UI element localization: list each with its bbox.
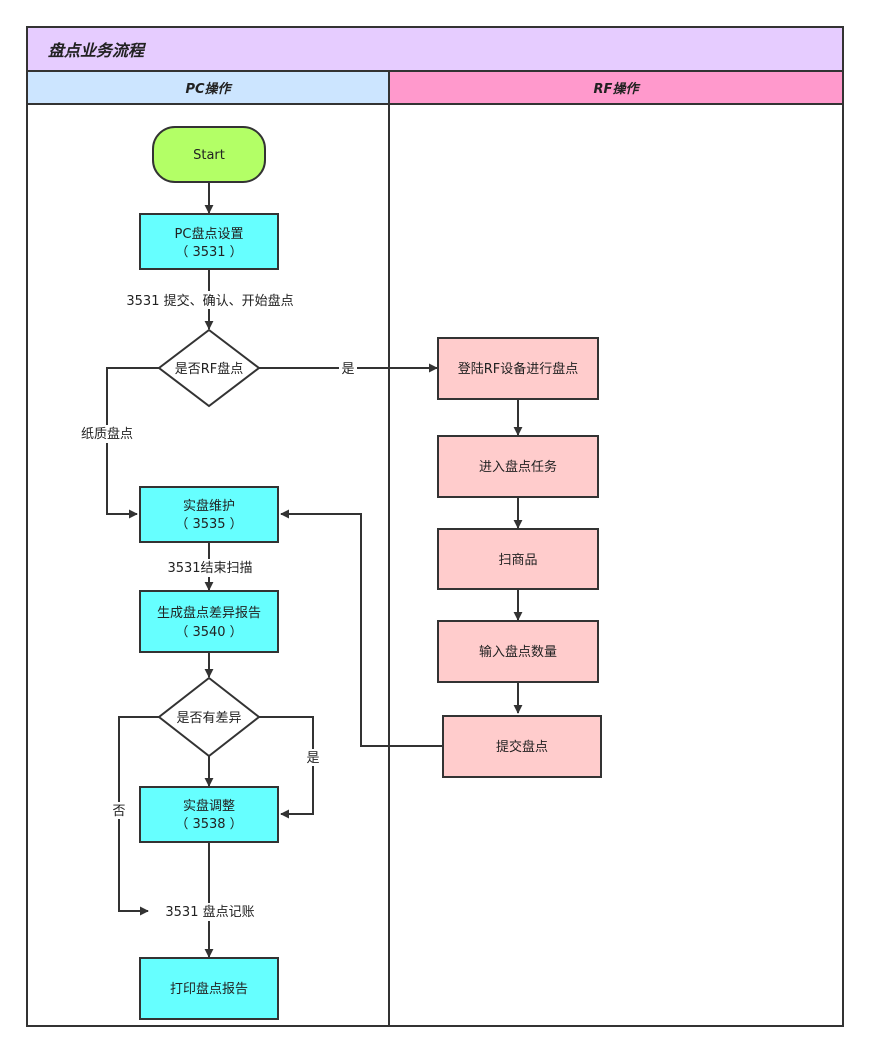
label-bg-yes-rf [339,360,357,377]
rf-lane-header [388,70,844,105]
node-gen-report-line1: 生成盘点差异报告 [157,605,261,621]
node-adjust-line1: 实盘调整 [183,798,235,814]
node-pc-setup-line2: （ 3531 ） [175,245,242,260]
node-rf-login: 登陆RF设备进行盘点 [437,337,599,400]
label-bg-end-scan [164,559,256,577]
node-rf-qty: 输入盘点数量 [437,620,599,683]
label-bg-submit-confirm [122,291,300,309]
node-print-report-label: 打印盘点报告 [170,981,248,997]
node-pc-setup: PC盘点设置 （ 3531 ） [139,213,279,270]
node-start-label: Start [193,148,225,163]
node-count-maint-line1: 实盘维护 [183,498,235,514]
title-bar [26,26,844,72]
node-rf-scan-label: 扫商品 [498,553,537,568]
label-submit-confirm: 3531 提交、确认、开始盘点 [126,293,293,309]
label-bg-no-diff [110,802,128,819]
label-bg-paper [74,425,140,443]
node-rf-login-label: 登陆RF设备进行盘点 [458,361,579,377]
pc-lane-label: PC操作 [185,81,233,97]
label-yes-diff: 是 [306,751,319,766]
node-count-maint: 实盘维护 （ 3535 ） [139,486,279,543]
label-yes-rf: 是 [341,362,354,377]
node-print-report: 打印盘点报告 [139,957,279,1020]
label-bg-yes-diff [304,749,322,766]
decision-is-rf-label: 是否RF盘点 [175,361,244,377]
label-paper: 纸质盘点 [81,426,133,442]
node-rf-submit: 提交盘点 [442,715,602,778]
decision-has-diff-label: 是否有差异 [176,711,241,726]
node-rf-submit-label: 提交盘点 [496,739,548,755]
node-gen-report-line2: （ 3540 ） [175,625,242,640]
label-no-diff: 否 [112,804,125,819]
node-adjust-line2: （ 3538 ） [175,817,242,832]
edge-submit-maint [280,509,443,747]
decision-is-rf: 是否RF盘点 [157,328,261,408]
node-rf-task: 进入盘点任务 [437,435,599,498]
node-adjust: 实盘调整 （ 3538 ） [139,786,279,843]
node-rf-scan: 扫商品 [437,528,599,590]
label-end-scan: 3531结束扫描 [167,561,252,576]
node-count-maint-line2: （ 3535 ） [175,517,242,532]
label-posting: 3531 盘点记账 [165,904,254,920]
label-bg-posting [160,903,260,921]
decision-has-diff: 是否有差异 [157,676,261,758]
node-rf-task-label: 进入盘点任务 [479,459,557,475]
node-pc-setup-line1: PC盘点设置 [175,226,244,242]
pool-title: 盘点业务流程 [48,41,147,60]
pc-lane-header [26,70,390,105]
node-start: Start [152,126,266,183]
rf-lane-label: RF操作 [594,81,642,97]
node-gen-report: 生成盘点差异报告 （ 3540 ） [139,590,279,653]
node-rf-qty-label: 输入盘点数量 [479,644,557,660]
